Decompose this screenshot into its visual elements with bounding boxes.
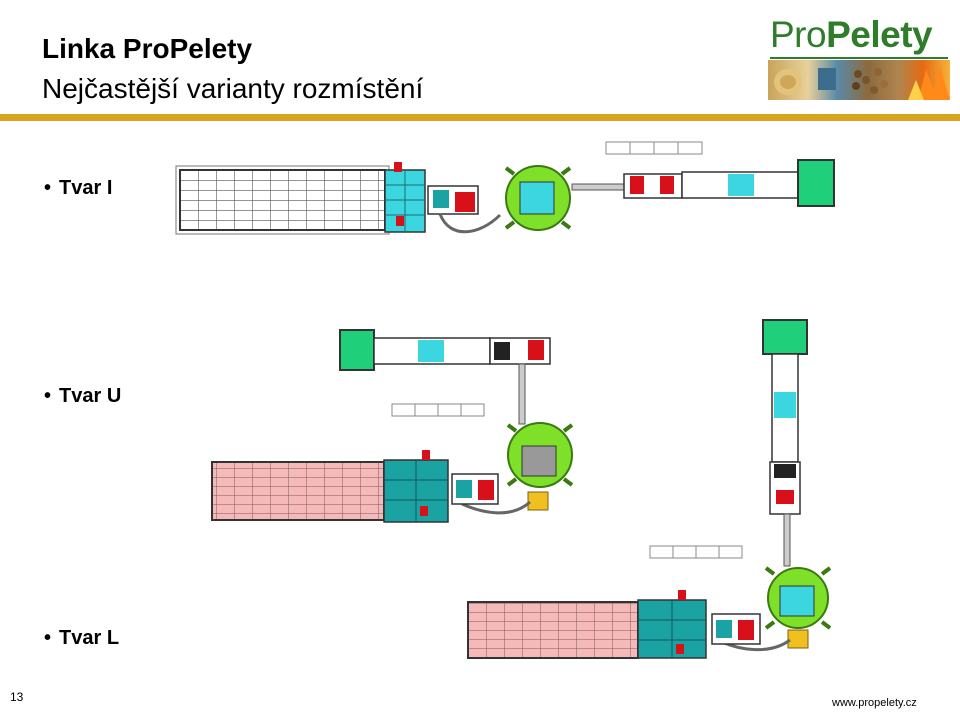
propelety-logo: ProPelety: [768, 14, 950, 102]
bullet-tvar-i: •Tvar I: [44, 177, 113, 199]
page-number: 13: [10, 690, 24, 704]
slide-subtitle: Nejčastější varianty rozmístění: [42, 73, 424, 104]
logo-text-pelety: Pelety: [826, 14, 933, 55]
bullet-tvar-u: •Tvar U: [44, 385, 122, 407]
bullet-tvar-i-label: Tvar I: [59, 177, 113, 199]
logo-text: ProPelety: [770, 14, 933, 56]
bullet-tvar-u-label: Tvar U: [59, 385, 122, 407]
bullet-tvar-l-label: Tvar L: [59, 627, 120, 649]
website-footer: www.propelety.cz: [832, 697, 917, 709]
logo-text-pro: Pro: [770, 14, 827, 55]
logo-underline: [770, 57, 948, 59]
diagram-tvar-u: [211, 329, 574, 523]
logo-photo-strip: [768, 60, 950, 100]
header-rule: [0, 114, 960, 121]
diagram-tvar-l: [467, 319, 832, 659]
diagram-tvar-i: [175, 141, 835, 235]
bullet-tvar-l: •Tvar L: [44, 627, 120, 649]
slide-title: Linka ProPelety: [42, 33, 253, 64]
